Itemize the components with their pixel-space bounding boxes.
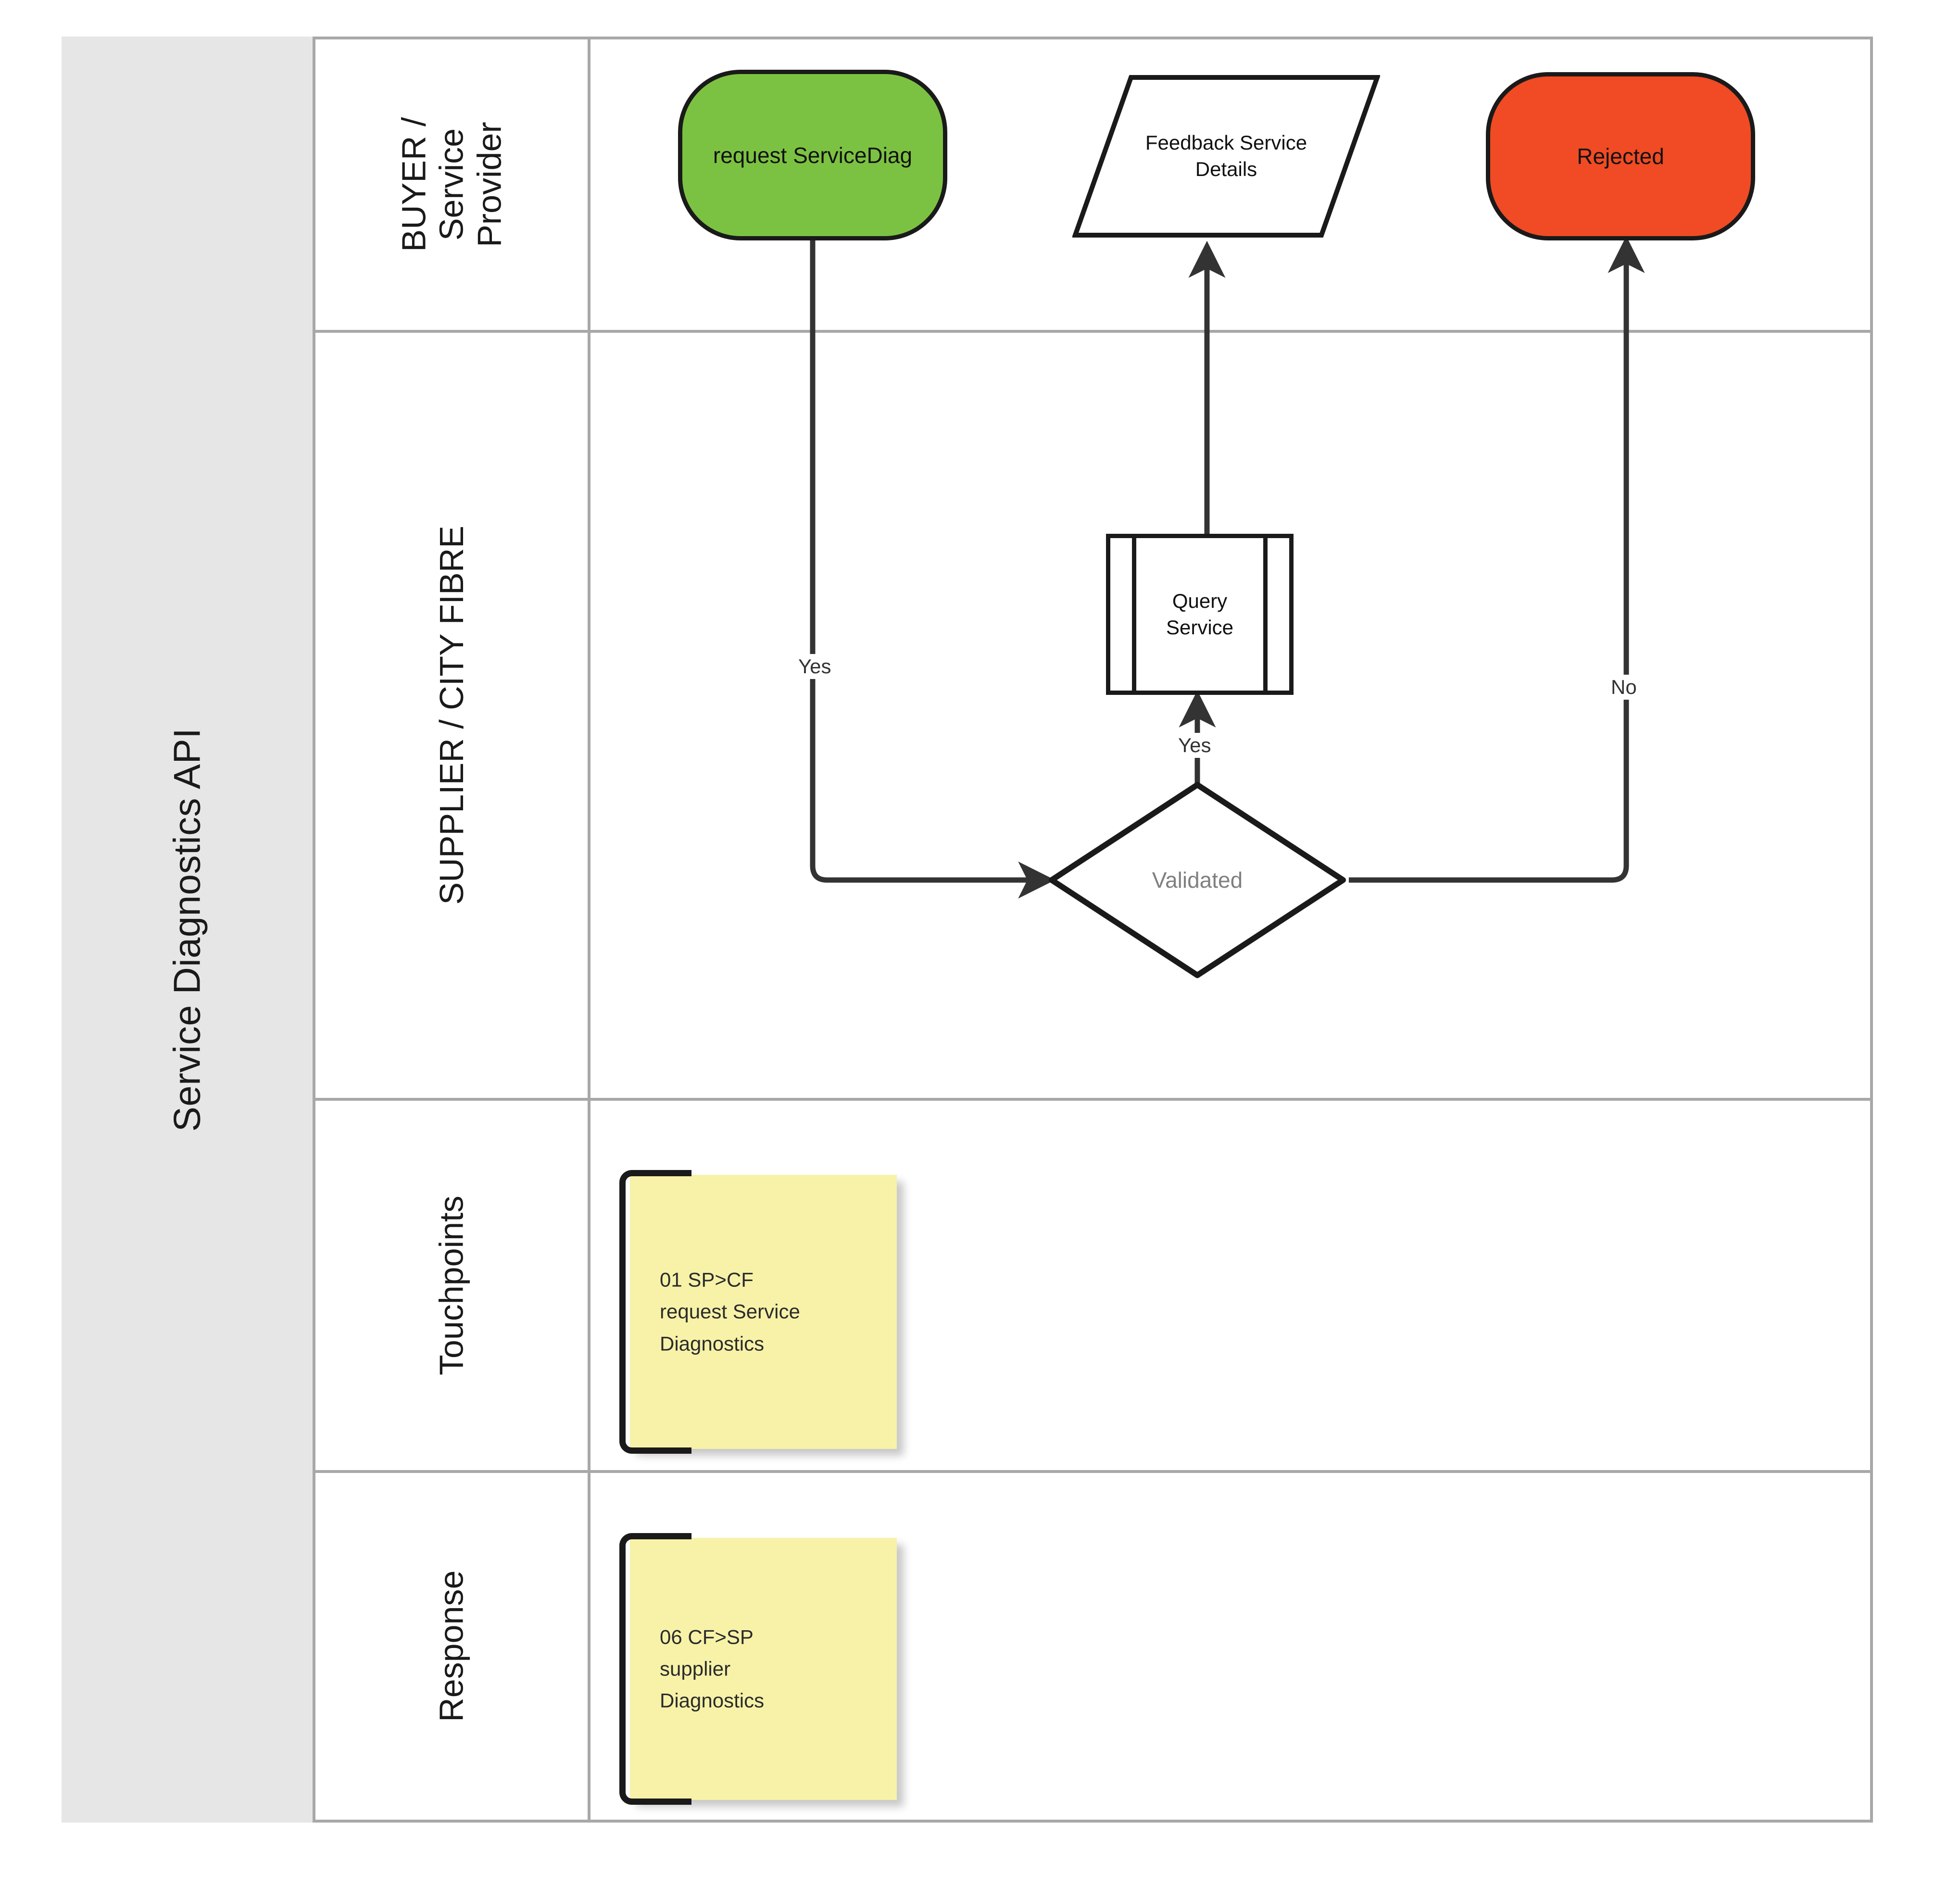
node-query-service[interactable]: Query Service	[1106, 534, 1294, 695]
sticky-note-response[interactable]: 06 CF>SP supplier Diagnostics	[619, 1533, 897, 1805]
lane-header-response: Response	[315, 1473, 591, 1820]
node-validated[interactable]: Validated	[1046, 779, 1349, 981]
page-title: Service Diagnostics API	[165, 728, 208, 1132]
node-rejected[interactable]: Rejected	[1486, 72, 1755, 240]
node-request-servicediag[interactable]: request ServiceDiag	[678, 70, 947, 240]
sticky-note-response-text: 06 CF>SP supplier Diagnostics	[660, 1625, 765, 1712]
node-feedback-service-details[interactable]: Feedback Service Details	[1072, 75, 1380, 238]
lane-separator-1	[315, 330, 1873, 333]
lane-separator-2	[315, 1098, 1873, 1101]
note-clip-icon	[619, 1533, 691, 1805]
lane-label-buyer: BUYER / Service Provider	[395, 117, 508, 252]
sticky-note-touchpoints-text: 01 SP>CF request Service Diagnostics	[660, 1268, 800, 1355]
edge-label-validated-to-rejected: No	[1606, 675, 1642, 700]
lane-separator-3	[315, 1470, 1873, 1473]
node-feedback-service-details-label: Feedback Service Details	[1145, 131, 1307, 180]
node-validated-label: Validated	[1152, 868, 1243, 893]
edge-label-request-to-validated: Yes	[793, 654, 836, 679]
lane-label-response: Response	[432, 1570, 470, 1723]
diagram-title-column: Service Diagnostics API	[62, 37, 315, 1823]
edge-label-validated-to-query: Yes	[1173, 733, 1216, 758]
node-rejected-label: Rejected	[1577, 144, 1664, 169]
lane-header-supplier: SUPPLIER / CITY FIBRE	[315, 333, 591, 1098]
lane-label-supplier: SUPPLIER / CITY FIBRE	[432, 526, 470, 905]
predefined-process-bar-left	[1132, 538, 1136, 691]
lane-header-buyer: BUYER / Service Provider	[315, 39, 591, 330]
node-request-servicediag-label: request ServiceDiag	[713, 142, 913, 168]
note-clip-icon	[619, 1170, 691, 1454]
predefined-process-bar-right	[1263, 538, 1268, 691]
node-query-service-label: Query Service	[1166, 589, 1234, 639]
lane-label-touchpoints: Touchpoints	[432, 1195, 470, 1375]
lane-header-touchpoints: Touchpoints	[315, 1101, 591, 1470]
sticky-note-touchpoints[interactable]: 01 SP>CF request Service Diagnostics	[619, 1170, 897, 1454]
